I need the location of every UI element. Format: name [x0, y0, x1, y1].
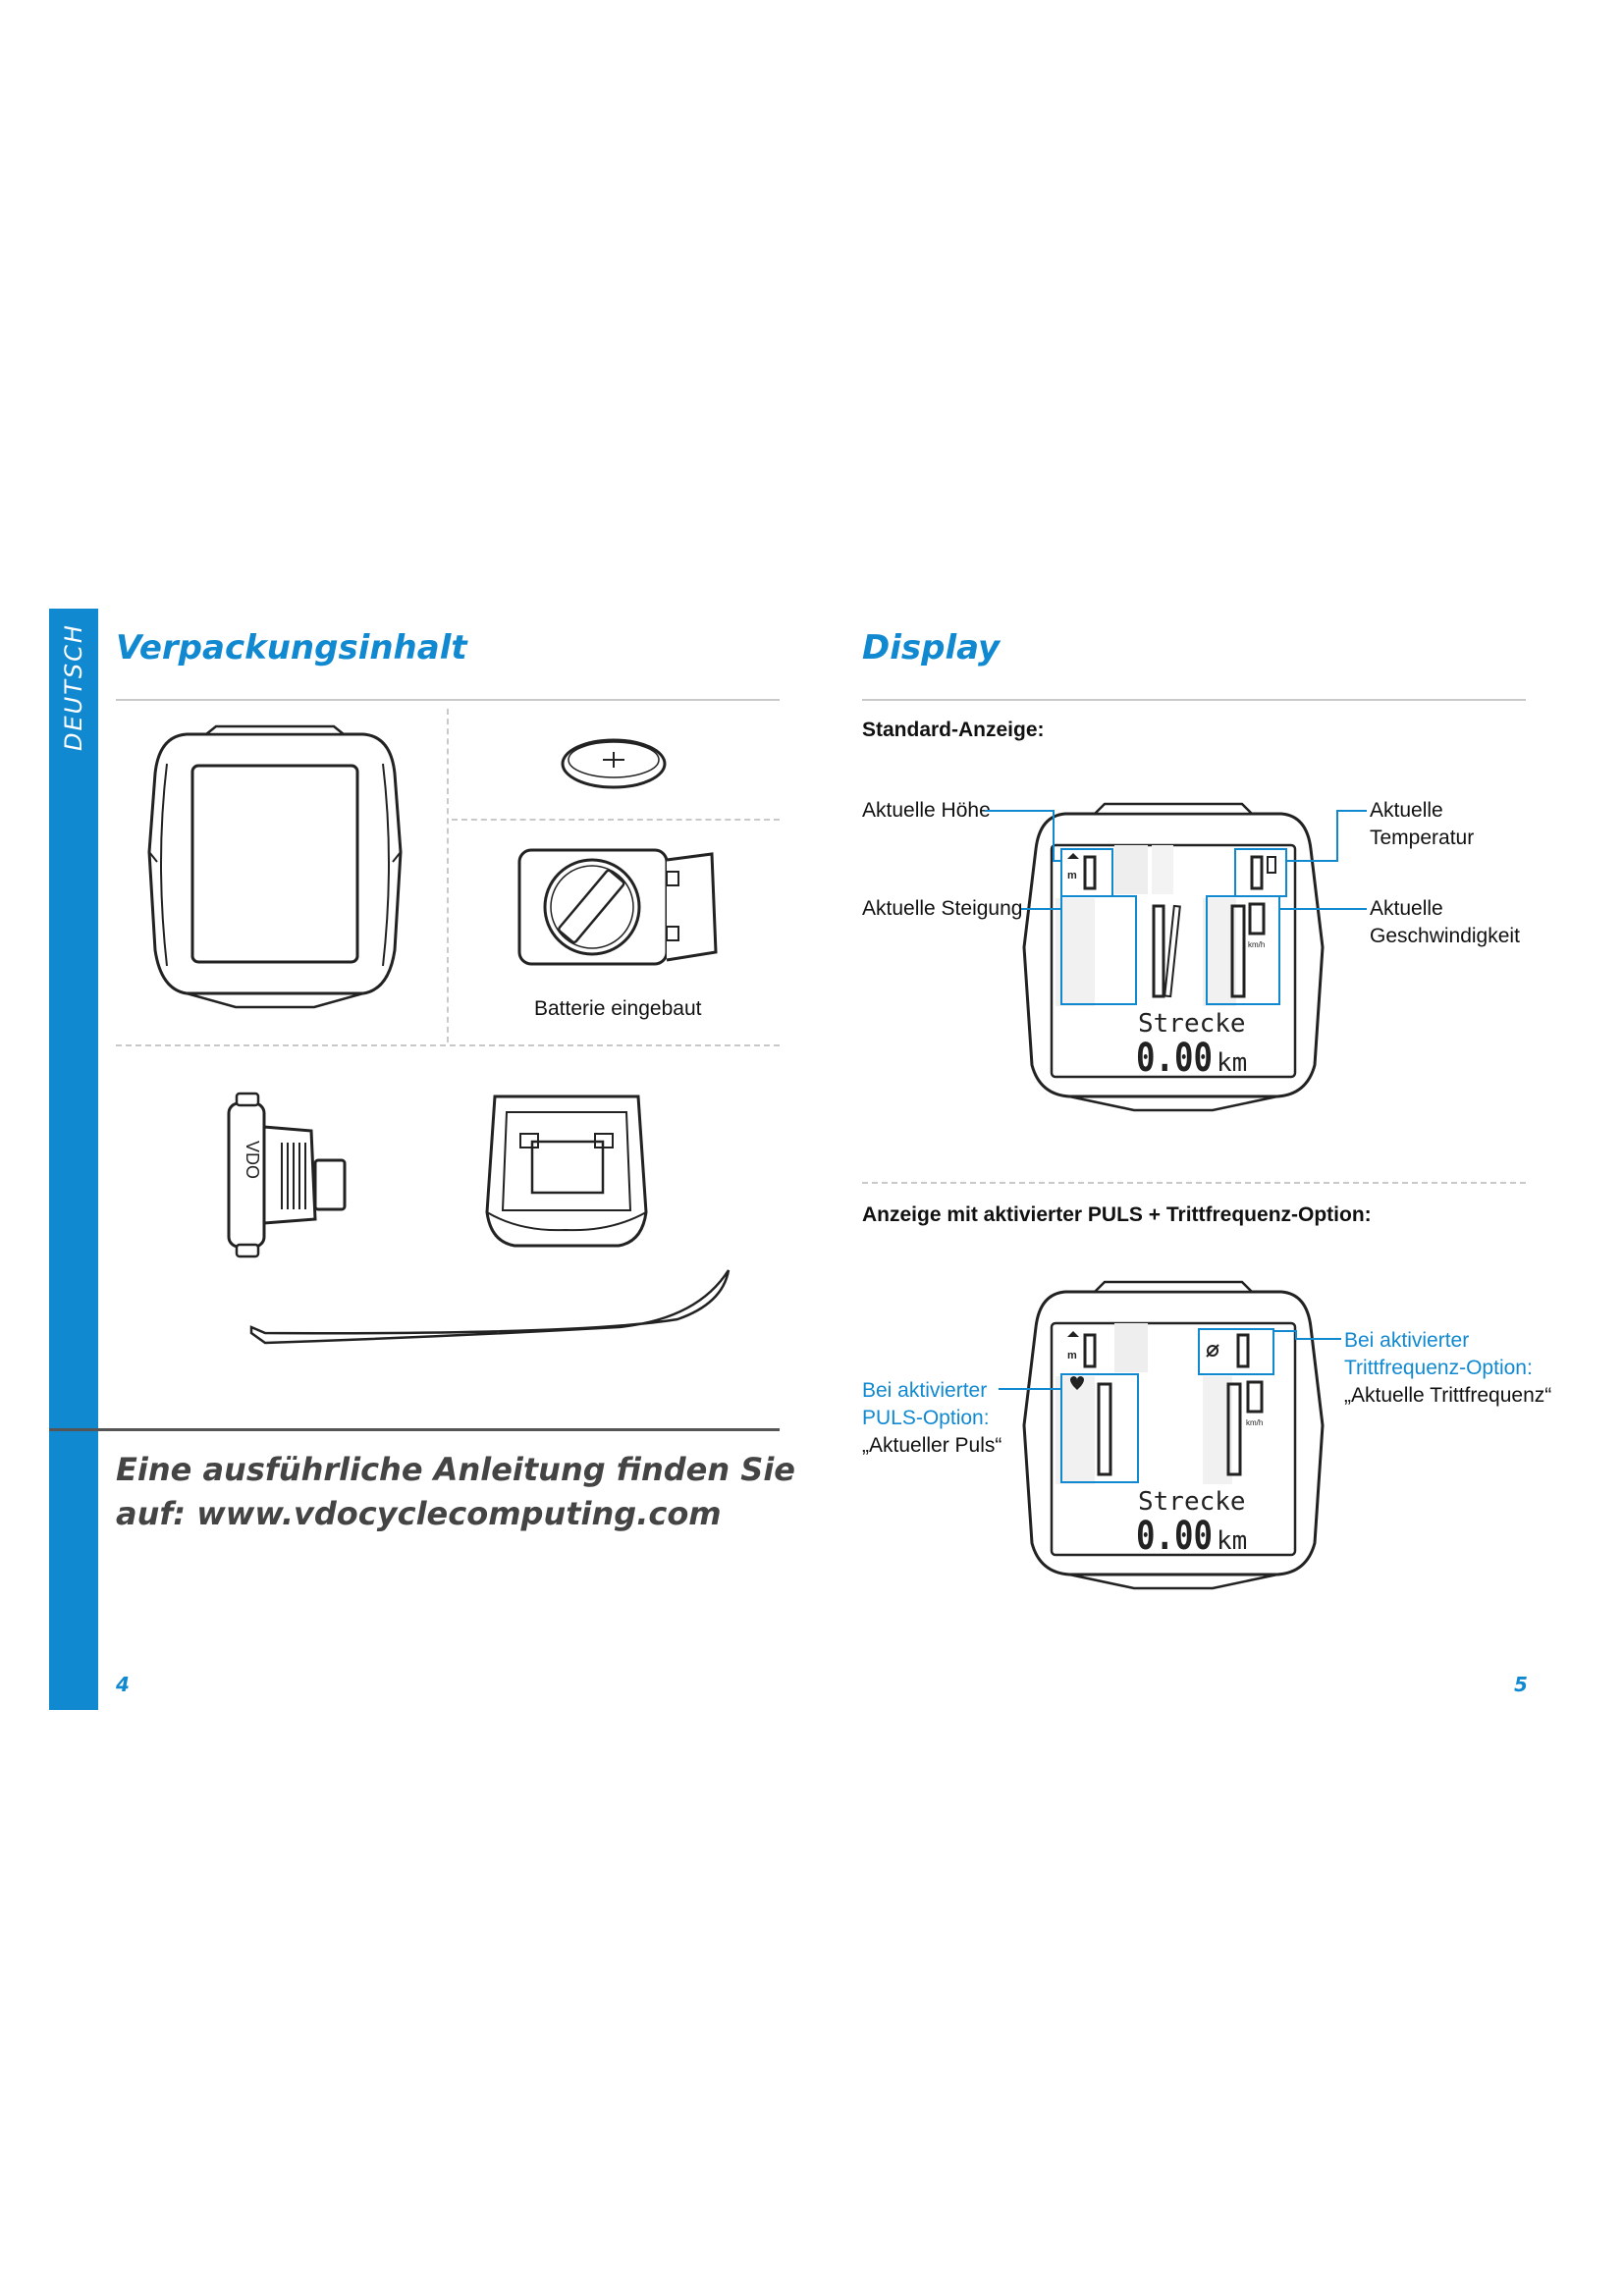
- label-cadence: Bei aktivierter Trittfrequenz-Option: „A…: [1344, 1327, 1551, 1410]
- sensor-logo: VDO: [243, 1141, 262, 1179]
- language-label: DEUTSCH: [60, 623, 88, 751]
- lcd-distance-unit: km: [1217, 1048, 1247, 1078]
- footer-rule: [49, 1428, 780, 1431]
- lcd-unit-m: m: [1067, 870, 1077, 881]
- language-tab-label: DEUTSCH: [49, 609, 98, 766]
- speed-sensor-illustration: VDO: [227, 1092, 347, 1258]
- label-line: Aktuelle: [1370, 897, 1443, 920]
- cadence-icon: [1207, 1345, 1218, 1357]
- divider: [116, 1044, 780, 1046]
- lcd-distance-label: Strecke: [1138, 1009, 1246, 1039]
- label-current-gradient: Aktuelle Steigung: [862, 897, 1023, 920]
- page-number-left: 4: [116, 1673, 130, 1696]
- coin-battery-illustration: [561, 738, 667, 789]
- label-heart-rate: Bei aktivierter PULS-Option: „Aktueller …: [862, 1377, 1001, 1460]
- battery-installed-illustration: [517, 848, 718, 966]
- label-line: Trittfrequenz-Option:: [1344, 1357, 1533, 1379]
- language-tab: [49, 609, 98, 1710]
- label-line: Bei aktivierter: [862, 1379, 988, 1402]
- label-current-speed: Aktuelle Geschwindigkeit: [1370, 895, 1520, 950]
- lcd-unit-kmh: km/h: [1246, 1418, 1263, 1427]
- label-line: „Aktuelle Trittfrequenz“: [1344, 1384, 1552, 1407]
- lcd-distance-value: 0.00: [1136, 1036, 1213, 1081]
- lcd-distance-unit: km: [1217, 1526, 1247, 1556]
- label-line: PULS-Option:: [862, 1407, 990, 1429]
- title-rule: [862, 699, 1526, 701]
- label-current-altitude: Aktuelle Höhe: [862, 799, 991, 822]
- label-line: Geschwindigkeit: [1370, 925, 1520, 947]
- label-line: Temperatur: [1370, 827, 1475, 849]
- option-display-illustration: m km/h Strecke 0.00 km: [1022, 1280, 1325, 1590]
- standard-display-illustration: m km/h Strecke 0.00 km: [1022, 802, 1325, 1112]
- option-display-heading: Anzeige mit aktivierter PULS + Trittfreq…: [862, 1203, 1372, 1226]
- battery-caption: Batterie eingebaut: [534, 997, 702, 1020]
- label-line: Bei aktivierter: [1344, 1329, 1470, 1352]
- standard-display-heading: Standard-Anzeige:: [862, 719, 1045, 741]
- manual-reference: Eine ausführliche Anleitung finden Sie a…: [116, 1448, 803, 1536]
- label-line: Aktuelle: [1370, 799, 1443, 822]
- label-line: „Aktueller Puls“: [862, 1434, 1002, 1457]
- lcd-unit-kmh: km/h: [1248, 940, 1265, 949]
- divider: [862, 1182, 1526, 1184]
- page-number-right: 5: [1514, 1673, 1528, 1696]
- manual-reference-line1: Eine ausführliche Anleitung finden Sie: [116, 1451, 795, 1488]
- divider: [452, 819, 780, 821]
- bike-computer-illustration: [147, 724, 403, 1009]
- title-rule: [116, 699, 780, 701]
- lcd-distance-value: 0.00: [1136, 1514, 1213, 1559]
- section-title-display: Display: [862, 628, 1001, 667]
- label-current-temperature: Aktuelle Temperatur: [1370, 797, 1474, 852]
- mount-bracket-illustration: [485, 1095, 648, 1248]
- lcd-unit-m: m: [1067, 1350, 1077, 1362]
- lcd-distance-label: Strecke: [1138, 1487, 1246, 1517]
- cable-tie-illustration: [249, 1269, 731, 1345]
- heart-icon: [1070, 1376, 1084, 1390]
- divider: [447, 709, 449, 1042]
- manual-reference-url: auf: www.vdocyclecomputing.com: [116, 1495, 722, 1532]
- section-title-contents: Verpackungsinhalt: [116, 628, 467, 667]
